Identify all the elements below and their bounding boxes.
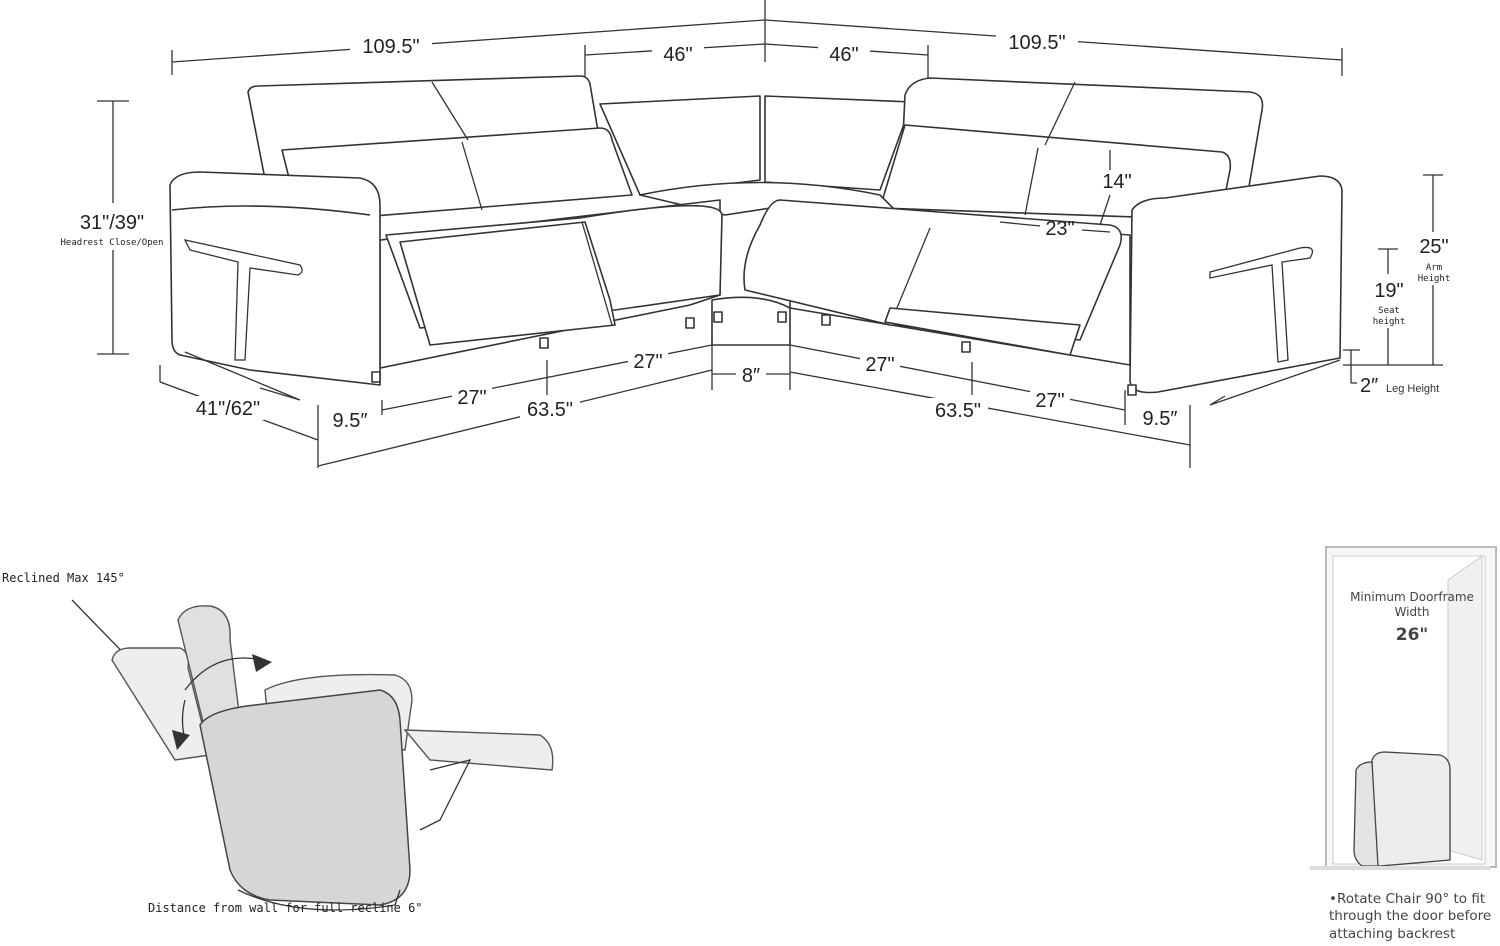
leg-height-value: 2″ [1360,375,1378,397]
right-total-width: 109.5" [1008,32,1065,54]
left-total-width: 109.5" [362,36,419,58]
leg-height-label: Leg Height [1386,383,1439,395]
doorframe-drawing [1310,546,1497,870]
right-section-width: 63.5" [935,400,981,422]
arm-height-label-1: Arm [1426,263,1442,273]
sectional-sofa-drawing [169,75,1343,406]
height-value: 31"/39" [80,212,144,234]
doorframe-width: 26" [1396,625,1429,645]
arm-height-label-2: Height [1418,274,1451,284]
seat-height-value: 19" [1374,280,1403,302]
wall-distance-label: Distance from wall for full recline 6" [148,901,423,915]
seat-height-label-2: height [1373,317,1406,327]
doorframe-note-2: through the door before [1329,908,1491,924]
recline-max-label: Reclined Max 145° [2,571,125,585]
headrest-height: 14" [1102,171,1131,193]
height-label: Headrest Close/Open [61,238,164,248]
right-back-width: 46" [829,44,858,66]
right-height-dimensions [1343,174,1443,384]
left-back-width: 46" [663,44,692,66]
doorframe-note-1: •Rotate Chair 90° to fit [1329,891,1485,907]
depth-value: 41"/62" [196,398,260,420]
right-seat-1-width: 27" [865,354,894,376]
corner-width: 8″ [742,365,760,387]
right-seat-2-width: 27" [1035,390,1064,412]
left-seat-2-width: 27" [633,351,662,373]
doorframe-title-2: Width [1395,605,1430,619]
doorframe-title-1: Minimum Doorframe [1350,590,1474,604]
seat-depth: 23" [1045,218,1074,240]
top-dimension-lines [171,0,1343,80]
left-section-width: 63.5" [527,399,573,421]
left-arm-width: 9.5″ [333,410,368,432]
left-seat-1-width: 27" [457,387,486,409]
right-arm-width: 9.5″ [1143,408,1178,430]
height-dimension [97,100,129,355]
doorframe-note-3: attaching backrest [1329,926,1455,942]
seat-height-label-1: Seat [1378,306,1400,316]
recliner-chair-drawing [71,599,554,911]
arm-height-value: 25" [1419,236,1448,258]
